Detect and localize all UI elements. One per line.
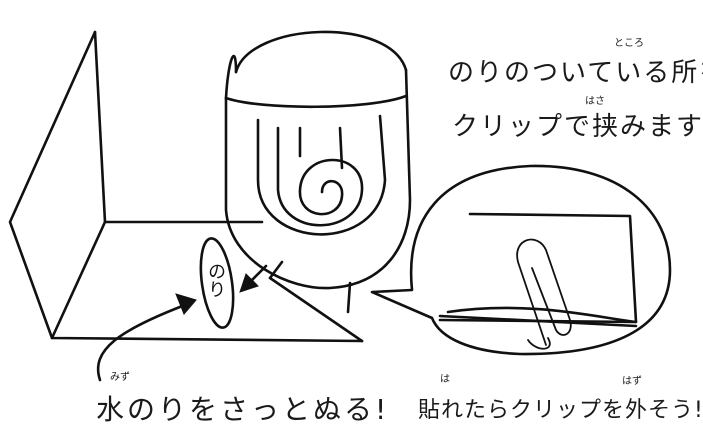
instruction-line-1: のりのついている所を [448, 58, 703, 88]
paper-roll [224, 30, 412, 314]
folded-paper [8, 30, 364, 343]
ruby-mizu: みず [110, 372, 130, 383]
instruction-remove-clip: 貼れたらクリップを外そう! [418, 398, 703, 423]
glue-stamp-label: のり [205, 262, 226, 298]
zoom-bubble [370, 164, 672, 356]
arrow-marks [97, 264, 268, 382]
ruby-tokoro: ところ [614, 38, 644, 49]
ruby-ha: は [440, 374, 450, 385]
ruby-hazu: はず [622, 376, 642, 387]
instruction-line-2: クリップで挟みます [452, 112, 703, 142]
instruction-glue: 水のりをさっとぬる! [96, 393, 390, 426]
ruby-hasa: はさ [585, 96, 605, 107]
glue-stamp-shape [199, 237, 235, 329]
